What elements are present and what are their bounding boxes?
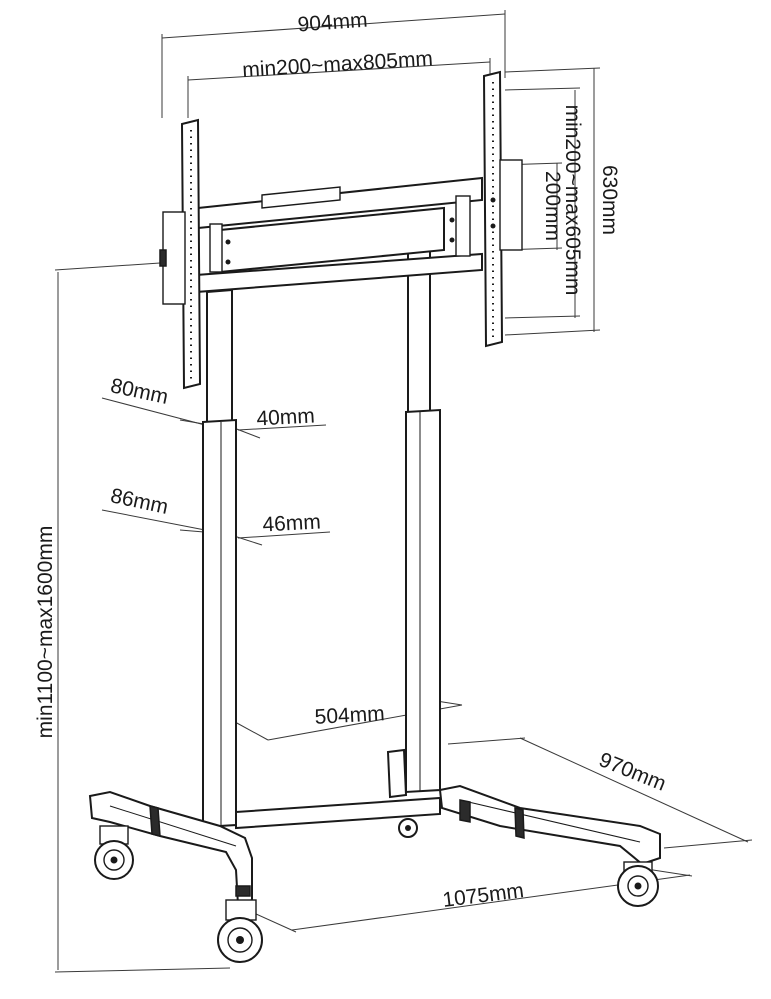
vesa-vertical-label: min200~max605mm	[561, 105, 584, 296]
lower-column-depth-label: 86mm	[108, 484, 170, 519]
stand-drawing	[88, 70, 661, 963]
caster-right	[617, 861, 659, 907]
vesa-horizontal-label: min200~max805mm	[242, 47, 434, 82]
dimension-lines	[54, 10, 753, 973]
left-vesa-rail	[159, 118, 202, 390]
upper-column-depth-label: 80mm	[108, 374, 170, 409]
upper-column-width-label: 40mm	[256, 404, 315, 430]
left-column	[202, 288, 237, 829]
base-depth-label: 970mm	[596, 748, 670, 796]
column-clip	[386, 748, 408, 799]
caster-front-left	[217, 899, 263, 963]
column-spacing-label: 504mm	[314, 702, 385, 729]
caster-rear-center	[398, 818, 418, 838]
bottom-crossbar	[235, 796, 441, 830]
right-base-leg	[438, 784, 661, 866]
mounting-frame	[195, 176, 483, 294]
caster-rear-left	[94, 825, 134, 880]
overall-width-label: 904mm	[297, 9, 368, 37]
right-column	[405, 224, 441, 794]
bracket-height-label: 200mm	[541, 171, 564, 241]
dimension-labels: 904mm min200~max805mm 630mm min200~max60…	[34, 9, 669, 912]
overall-height-label: 630mm	[598, 165, 621, 235]
height-range-label: min1100~max1600mm	[34, 526, 57, 739]
right-vesa-rail	[482, 70, 523, 348]
lower-column-width-label: 46mm	[262, 510, 321, 536]
base-width-label: 1075mm	[441, 879, 525, 912]
